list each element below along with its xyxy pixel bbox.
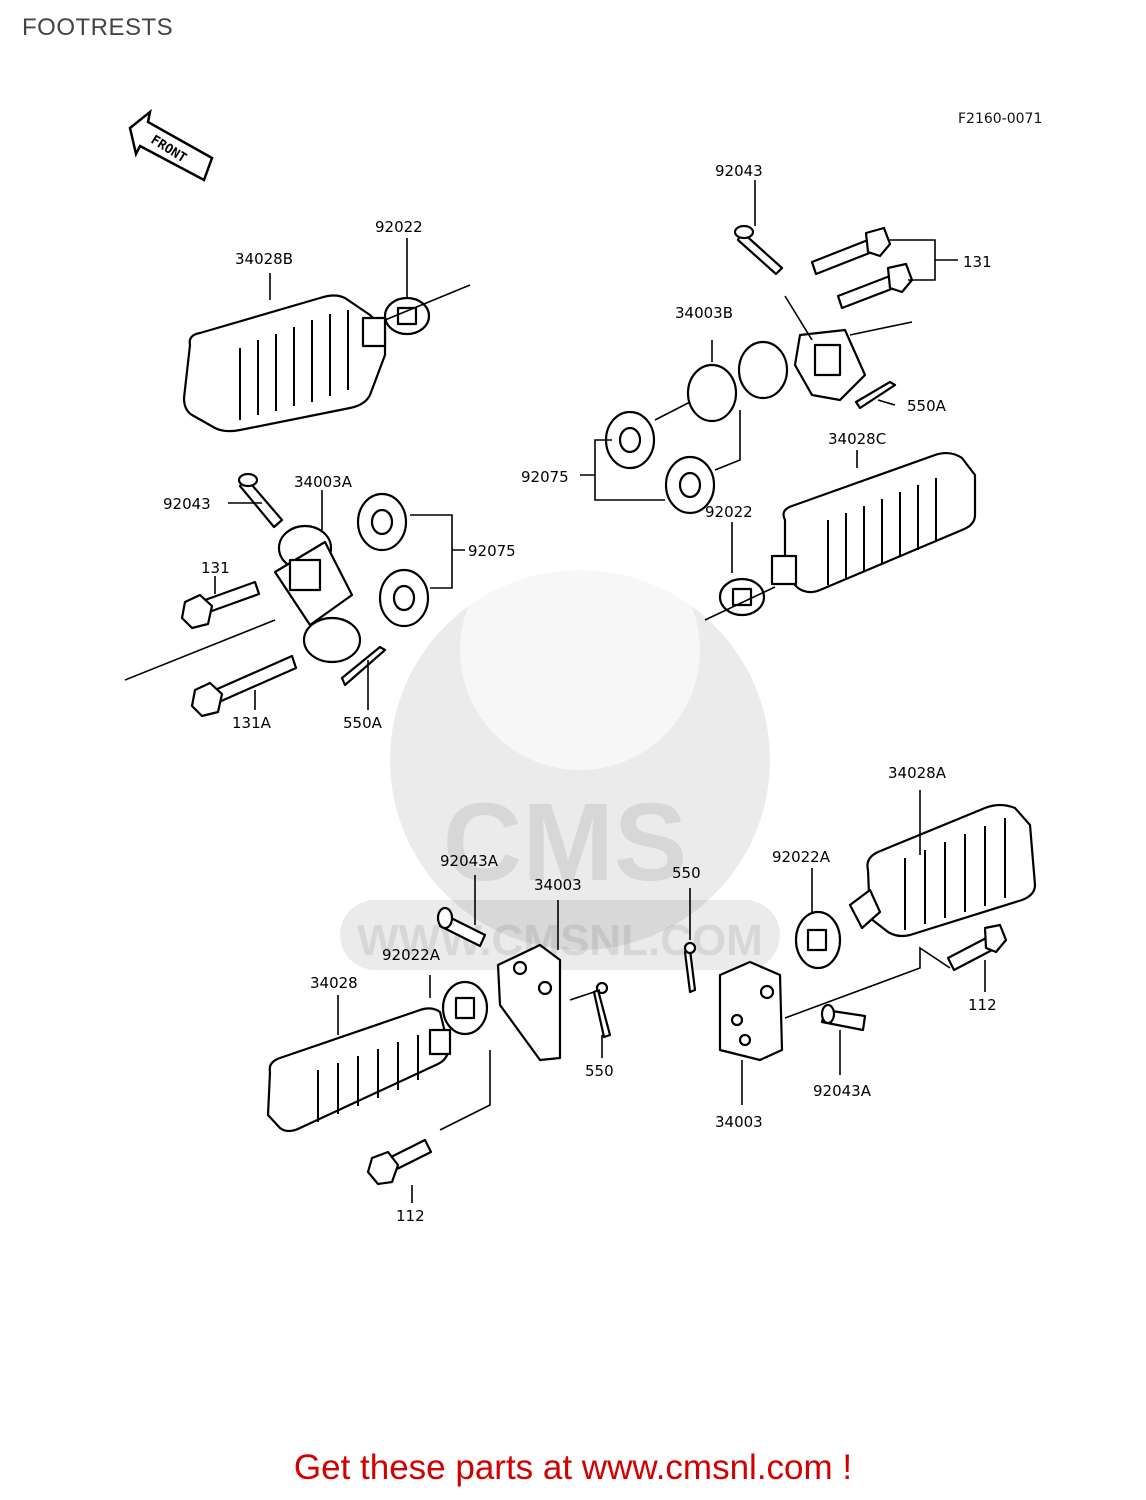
footpeg-34028c — [770, 451, 977, 594]
footpeg-34028a — [848, 803, 1037, 938]
label-550-top: 550 — [672, 864, 701, 882]
label-92075-left: 92075 — [468, 542, 516, 560]
footer-link-text[interactable]: Get these parts at www.cmsnl.com ! — [293, 1448, 853, 1487]
parts-diagram: CMS WWW.CMSNL.COM FRONT — [124, 108, 1037, 1225]
label-92043-top: 92043 — [715, 162, 763, 180]
pin-92043-top — [733, 224, 784, 276]
label-112-bottom: 112 — [396, 1207, 425, 1225]
front-arrow-icon: FRONT — [128, 108, 214, 182]
page-title: FOOTRESTS — [22, 14, 174, 41]
bracket-34003b — [686, 328, 867, 423]
footpeg-34028 — [266, 1007, 452, 1133]
cotter-pin-550a-top — [854, 380, 897, 410]
label-92043a-bottom: 92043A — [813, 1082, 872, 1100]
bracket-34003-left — [496, 943, 562, 1062]
label-92043a-top: 92043A — [440, 852, 499, 870]
label-34028: 34028 — [310, 974, 358, 992]
label-92022a-right: 92022A — [772, 848, 831, 866]
cotter-pin-550-top — [683, 941, 697, 994]
diagram-code: F2160-0071 — [958, 111, 1043, 127]
bracket-34003-right — [718, 960, 784, 1062]
label-550a-left: 550A — [343, 714, 383, 732]
label-92043-left: 92043 — [163, 495, 211, 513]
label-92022-right: 92022 — [705, 503, 753, 521]
label-34003a: 34003A — [294, 473, 353, 491]
label-92075-right: 92075 — [521, 468, 569, 486]
label-92022-top: 92022 — [375, 218, 423, 236]
pin-92043a-top — [436, 906, 487, 948]
pin-92043-left — [237, 472, 284, 529]
washer-92022a-right — [794, 910, 842, 970]
bracket-34003a — [273, 524, 362, 664]
washer-92022a-left — [441, 980, 489, 1036]
label-34003-bottom: 34003 — [715, 1113, 763, 1131]
label-112-right: 112 — [968, 996, 997, 1014]
bushing-92075-right-a — [604, 410, 656, 470]
bolt-112-right — [946, 923, 1008, 972]
bolt-131a — [190, 654, 298, 718]
label-550-bottom: 550 — [585, 1062, 614, 1080]
bushing-92075-left-a — [356, 492, 408, 552]
bolt-131-top-a — [810, 226, 892, 276]
label-34028a: 34028A — [888, 764, 947, 782]
label-92022a-left: 92022A — [382, 946, 441, 964]
bolt-131-left — [180, 580, 261, 630]
watermark-brand: CMS — [443, 781, 687, 904]
label-131-left: 131 — [201, 559, 230, 577]
pin-92043a-bottom — [820, 1003, 867, 1032]
label-34028c: 34028C — [828, 430, 886, 448]
bushing-92075-right-b — [664, 455, 716, 515]
bolt-112-bottom — [366, 1138, 433, 1186]
cotter-pin-550a-left — [340, 645, 387, 687]
bushing-92075-left-b — [378, 568, 430, 628]
watermark-url: WWW.CMSNL.COM — [357, 916, 763, 965]
label-34003-top: 34003 — [534, 876, 582, 894]
label-34003b: 34003B — [675, 304, 733, 322]
bolt-131-top-b — [836, 262, 914, 310]
label-34028b: 34028B — [235, 250, 293, 268]
washer-92022-top — [383, 296, 431, 336]
footpeg-34028b — [182, 294, 387, 433]
label-131a: 131A — [232, 714, 272, 732]
label-550a-top: 550A — [907, 397, 947, 415]
watermark-logo: CMS WWW.CMSNL.COM — [340, 530, 780, 970]
label-131-top: 131 — [963, 253, 992, 271]
